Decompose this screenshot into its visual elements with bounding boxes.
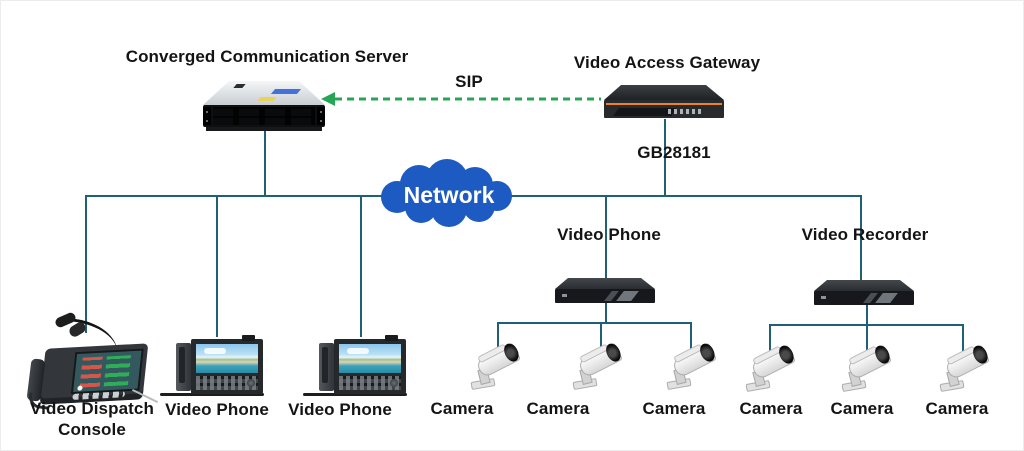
camera-label-2: Camera <box>526 399 590 418</box>
server-drive-bays <box>213 107 315 125</box>
camera-label-4: Camera <box>739 399 803 418</box>
gateway-icon <box>604 85 724 119</box>
dispatch-console-label: Video Dispatch Console <box>30 399 154 440</box>
sip-arrow <box>321 92 601 106</box>
dispatch-console-icon <box>25 311 161 405</box>
server-blue-label <box>270 89 302 94</box>
sip-label: SIP <box>455 72 483 91</box>
server-icon <box>203 81 325 133</box>
handset-icon <box>26 358 46 402</box>
network-cloud-shape <box>381 159 512 227</box>
camera-icon-4 <box>742 344 800 393</box>
camera-icon-6 <box>936 344 994 393</box>
server-label: Converged Communication Server <box>125 47 409 66</box>
video-phone-terminal-label: Video Phone <box>557 225 661 244</box>
network-cloud-label: Network <box>403 182 495 208</box>
phone-keypad <box>196 376 258 390</box>
gb28181-label: GB28181 <box>637 143 711 162</box>
camera-label-1: Camera <box>430 399 494 418</box>
gateway-orange-stripe <box>606 103 722 105</box>
video-phone-label-1: Video Phone <box>165 400 269 419</box>
camera-label-3: Camera <box>642 399 706 418</box>
camera-icon-1 <box>467 342 525 391</box>
video-phone-icon-2 <box>303 334 407 396</box>
camera-icon-2 <box>569 342 627 391</box>
gateway-label: Video Access Gateway <box>573 53 761 72</box>
video-phone-terminal-icon <box>555 278 655 305</box>
video-recorder-label: Video Recorder <box>801 225 929 244</box>
camera-label-5: Camera <box>830 399 894 418</box>
video-phone-label-2: Video Phone <box>288 400 392 419</box>
video-recorder-icon <box>814 280 914 307</box>
camera-icon-3 <box>663 342 721 391</box>
phone-camera-nub <box>242 335 255 341</box>
video-phone-icon-1 <box>160 334 264 396</box>
camera-icon-5 <box>838 344 896 393</box>
gateway-ports <box>668 109 704 114</box>
server-top-face <box>203 81 325 105</box>
server-front-face <box>203 105 325 127</box>
phone-screen <box>196 344 258 373</box>
camera-label-6: Camera <box>925 399 989 418</box>
